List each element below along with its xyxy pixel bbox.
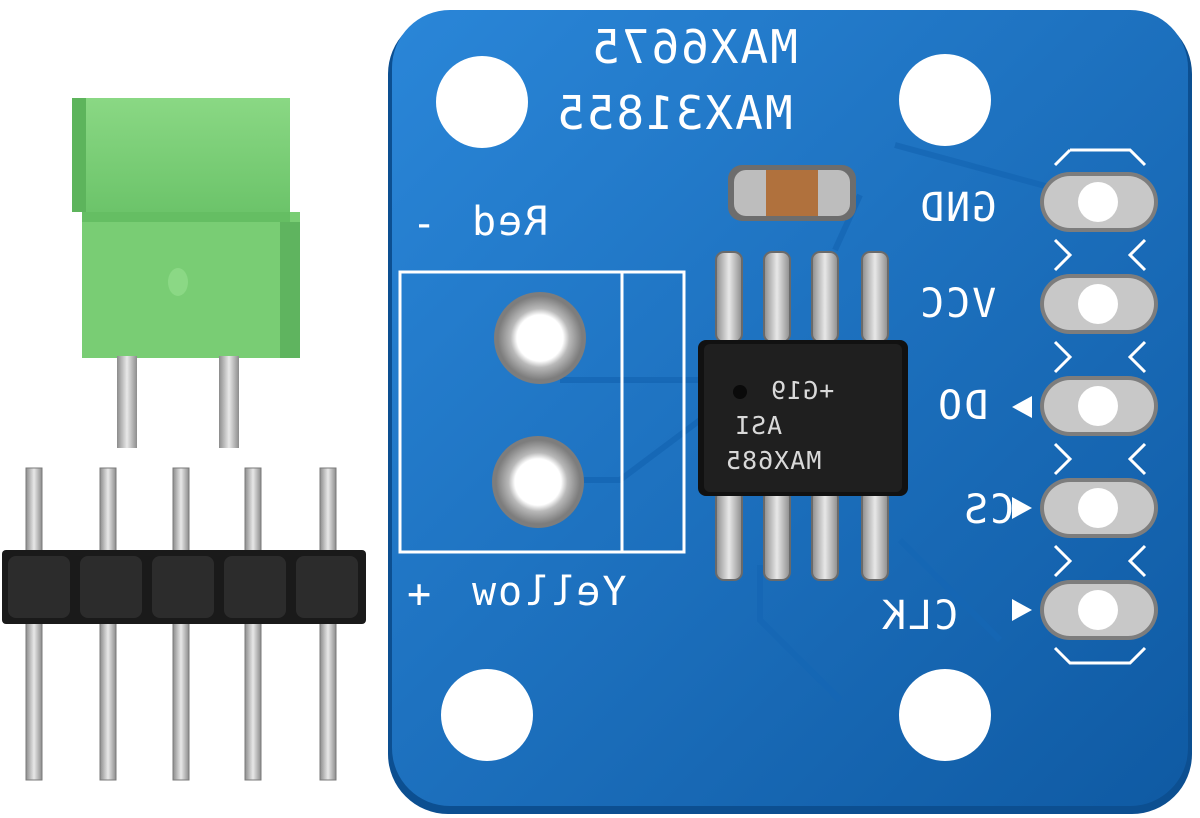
mounting-hole bbox=[441, 669, 533, 761]
mounting-hole bbox=[899, 669, 991, 761]
pin-label-vcc: VCC bbox=[918, 281, 997, 327]
mounting-hole bbox=[899, 54, 991, 146]
pin-label-gnd: GND bbox=[918, 185, 997, 231]
pin-direction-arrows bbox=[1012, 396, 1032, 621]
chip-leads bbox=[715, 251, 889, 581]
chip-marking-line3: MAX685 bbox=[725, 446, 822, 475]
label-positive-sign: + bbox=[405, 571, 432, 617]
thermocouple-pad bbox=[494, 292, 586, 384]
label-yellow: Yellow bbox=[470, 569, 627, 615]
board-title-max31855: MAX31855 bbox=[555, 86, 793, 140]
screw-terminal-block bbox=[72, 98, 300, 448]
chip-marking-line2: ASI bbox=[734, 411, 783, 440]
label-negative-sign: - bbox=[410, 201, 437, 247]
smd-capacitor bbox=[728, 165, 856, 221]
header-outline bbox=[1053, 148, 1147, 665]
board-title-max6675: MAX6675 bbox=[590, 20, 798, 74]
pin-label-do: DO bbox=[936, 383, 989, 429]
mounting-hole bbox=[436, 56, 528, 148]
header-pads bbox=[1040, 172, 1158, 640]
pcb-board bbox=[388, 10, 1192, 814]
max6675-chip bbox=[698, 340, 908, 496]
pin-label-clk: CLK bbox=[880, 593, 959, 639]
pin-label-cs: CS bbox=[962, 487, 1015, 533]
chip-marking-line1: +G19 bbox=[770, 376, 835, 405]
terminal-footprint bbox=[398, 270, 686, 554]
thermocouple-pad bbox=[492, 436, 584, 528]
label-red: Red bbox=[470, 199, 549, 245]
pin-header-strip bbox=[2, 467, 366, 781]
